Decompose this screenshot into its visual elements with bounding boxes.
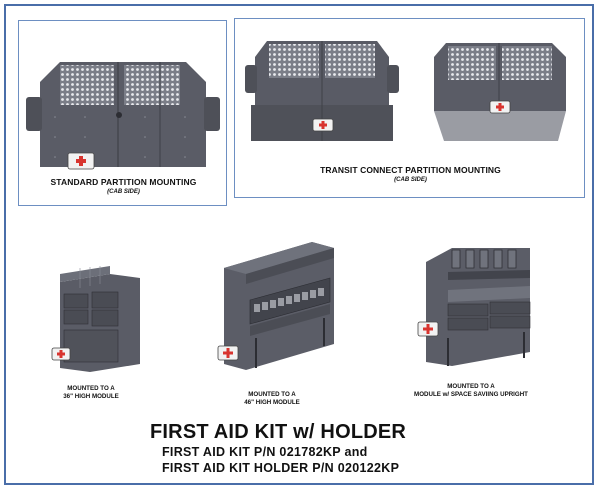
page-title: FIRST AID KIT w/ HOLDER — [150, 421, 407, 443]
holder-part-number: FIRST AID KIT HOLDER P/N 020122KP — [162, 461, 400, 475]
standard-partition-caption: STANDARD PARTITION MOUNTING — [50, 177, 197, 187]
standard-partition-illustration — [26, 62, 220, 170]
module-46-illustration — [217, 242, 334, 370]
module-space-saving-caption-line2: MODULE w/ SPACE SAVIING UPRIGHT — [414, 391, 528, 398]
first-aid-kit-icon — [67, 152, 95, 170]
module-space-saving-caption-line1: MOUNTED TO A — [447, 383, 495, 390]
first-aid-kit-icon — [489, 100, 511, 114]
transit-connect-angled-illustration — [434, 43, 566, 141]
first-aid-kit-icon — [417, 321, 439, 337]
module-36-caption-line1: MOUNTED TO A — [67, 385, 115, 392]
kit-part-number: FIRST AID KIT P/N 021782KP and — [162, 445, 368, 459]
transit-connect-subcaption: (CAB SIDE) — [394, 177, 427, 183]
module-space-saving-illustration — [417, 248, 531, 366]
transit-connect-front-illustration — [245, 41, 399, 141]
module-36-illustration — [51, 266, 140, 372]
standard-partition-panel: STANDARD PARTITION MOUNTING (CAB SIDE) — [18, 20, 227, 206]
transit-connect-panel: TRANSIT CONNECT PARTITION MOUNTING (CAB … — [234, 18, 585, 198]
first-aid-kit-icon — [312, 118, 334, 132]
first-aid-kit-icon — [51, 347, 71, 361]
module-46-caption-line2: 46" HIGH MODULE — [244, 399, 300, 406]
module-46-caption-line1: MOUNTED TO A — [248, 391, 296, 398]
standard-partition-subcaption: (CAB SIDE) — [107, 189, 140, 195]
transit-connect-caption: TRANSIT CONNECT PARTITION MOUNTING — [320, 165, 501, 175]
module-36-caption-line2: 36" HIGH MODULE — [63, 393, 119, 400]
document-frame: STANDARD PARTITION MOUNTING (CAB SIDE) — [4, 4, 594, 485]
first-aid-kit-icon — [217, 345, 239, 361]
